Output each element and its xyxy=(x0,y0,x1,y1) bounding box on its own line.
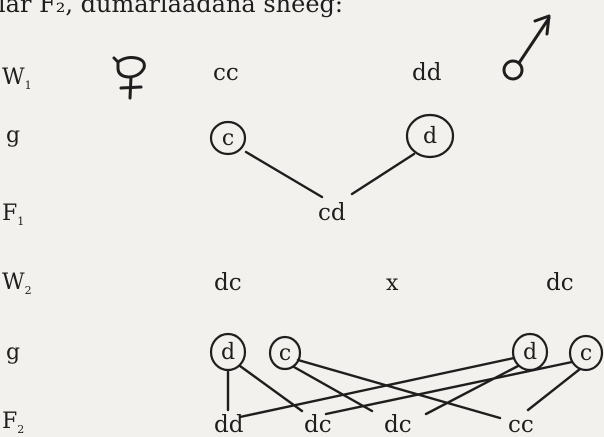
gamete-f1-d: d xyxy=(405,113,455,159)
offspring-f2-dd: dd xyxy=(214,412,244,437)
offspring-f1-genotype: cd xyxy=(318,200,346,226)
gamete-letter: d xyxy=(423,124,437,149)
gamete-letter: c xyxy=(222,126,234,151)
row-label-w1: W1 xyxy=(2,65,32,92)
parent-w2-left-genotype: dc xyxy=(214,270,242,296)
cross-line xyxy=(350,152,416,196)
row-label-g2: g xyxy=(6,340,20,365)
gamete-letter: c xyxy=(580,341,592,366)
gamete-letter: c xyxy=(279,341,291,366)
gamete-f2-left-d: d xyxy=(209,332,247,372)
gamete-f1-c: c xyxy=(209,120,247,156)
gamete-letter: d xyxy=(523,340,537,365)
parent-male-genotype: dd xyxy=(412,60,442,86)
gamete-letter: d xyxy=(221,340,235,365)
gamete-f2-left-c: c xyxy=(268,335,302,371)
row-label-f2: F2 xyxy=(2,409,24,436)
gamete-f2-right-c: c xyxy=(568,334,604,372)
offspring-f2-cc: cc xyxy=(508,412,534,437)
female-symbol-icon xyxy=(112,56,146,100)
parent-w2-right-genotype: dc xyxy=(546,270,574,296)
row-label-w2: W2 xyxy=(2,270,32,297)
cross-line xyxy=(244,150,324,199)
row-label-g1: g xyxy=(6,123,20,148)
offspring-f2-dc-1: dc xyxy=(304,412,332,437)
male-symbol-icon xyxy=(502,14,551,81)
gamete-f2-right-d: d xyxy=(511,332,549,372)
cross-lines-f2 xyxy=(226,356,582,420)
parent-female-genotype: cc xyxy=(213,60,239,86)
row-label-f1: F1 xyxy=(2,201,24,228)
offspring-f2-dc-2: dc xyxy=(384,412,412,437)
cross-sign: x xyxy=(386,271,399,296)
header-text: lar F₂, dumarlaadana sheeg: xyxy=(0,0,343,18)
